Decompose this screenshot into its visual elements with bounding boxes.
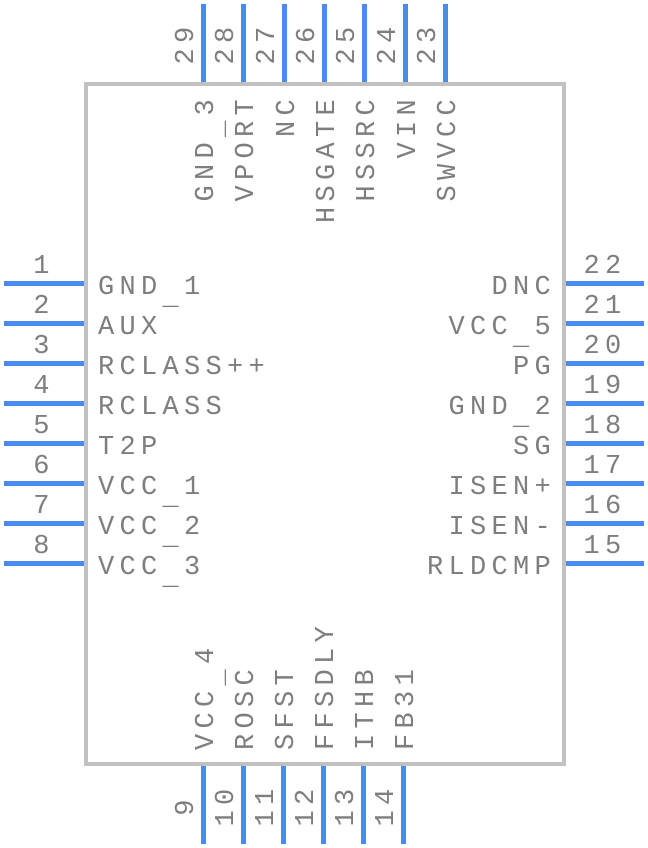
pin-line [566, 401, 644, 406]
pin-name: SG [512, 433, 556, 463]
pin-number: 15 [583, 532, 627, 562]
pin-number: 8 [33, 532, 55, 562]
pin-number: 25 [333, 21, 363, 65]
pin-line [566, 481, 644, 486]
pin-name: HSSRC [353, 94, 383, 202]
pin-number: 26 [293, 21, 323, 65]
pin-number: 18 [583, 412, 627, 442]
pin-name: ISEN+ [448, 473, 556, 503]
pin-name: FFSDLY [312, 620, 342, 750]
pin-number: 17 [583, 452, 627, 482]
pin-line [4, 481, 84, 486]
pin-line [401, 766, 406, 844]
pin-line [4, 521, 84, 526]
pin-name: SWVCC [434, 94, 464, 202]
pin-line [362, 4, 367, 82]
pin-number: 3 [33, 332, 55, 362]
pin-name: VCC_2 [98, 513, 206, 554]
pin-line [4, 441, 84, 446]
pin-name: ITHB [352, 663, 382, 750]
pin-line [566, 441, 644, 446]
underscore-glyph: _ [162, 523, 185, 554]
underscore-glyph: _ [202, 115, 233, 138]
pin-number: 13 [332, 783, 362, 827]
pin-name: SFST [272, 663, 302, 750]
pin-line [566, 521, 644, 526]
underscore-glyph: _ [512, 403, 535, 434]
pin-name: HSGATE [313, 94, 343, 224]
pin-name: T2P [98, 433, 163, 463]
pin-number: 19 [583, 372, 627, 402]
pin-number: 14 [372, 783, 402, 827]
underscore-glyph: _ [202, 663, 233, 686]
pin-name: RLDCMP [426, 553, 556, 583]
pin-name: RCLASS [98, 393, 228, 423]
underscore-glyph: _ [162, 563, 185, 594]
pin-line [361, 766, 366, 844]
pin-name: VCC_4 [192, 642, 233, 750]
pin-number: 6 [33, 452, 55, 482]
pin-number: 11 [252, 783, 282, 827]
pin-name: DNC [491, 273, 556, 303]
ic-body [84, 82, 566, 766]
pin-name: VIN [394, 94, 424, 159]
pin-line [201, 766, 206, 844]
pin-line [201, 4, 206, 82]
pin-name: GND_3 [192, 94, 233, 202]
pin-name: GND_1 [98, 273, 206, 314]
pin-number: 1 [33, 252, 55, 282]
pin-line [566, 281, 644, 286]
pin-number: 27 [253, 21, 283, 65]
pin-name: AUX [98, 313, 163, 343]
pin-line [4, 281, 84, 286]
pin-line [241, 766, 246, 844]
pin-name: ROSC [232, 663, 262, 750]
pin-line [4, 561, 84, 566]
pin-name: ISEN- [448, 513, 556, 543]
pin-name: VCC_5 [448, 313, 556, 354]
pin-line [4, 321, 84, 326]
pin-number: 24 [374, 21, 404, 65]
pin-line [282, 4, 287, 82]
pin-number: 4 [33, 372, 55, 402]
pin-name: VCC_3 [98, 553, 206, 594]
pin-name: PG [512, 353, 556, 383]
pin-line [403, 4, 408, 82]
pin-line [566, 321, 644, 326]
pin-number: 12 [292, 783, 322, 827]
pin-name: GND_2 [448, 393, 556, 434]
pin-number: 16 [583, 492, 627, 522]
pin-line [566, 361, 644, 366]
pin-line [443, 4, 448, 82]
pin-number: 23 [414, 21, 444, 65]
pin-number: 5 [33, 412, 55, 442]
pin-number: 7 [33, 492, 55, 522]
underscore-glyph: _ [512, 323, 535, 354]
pin-name: VPORT [232, 94, 262, 202]
pin-number: 10 [212, 783, 242, 827]
pin-name: VCC_1 [98, 473, 206, 514]
pin-line [4, 361, 84, 366]
pin-line [321, 766, 326, 844]
pin-number: 28 [212, 21, 242, 65]
pin-name: RCLASS++ [98, 353, 271, 383]
pin-number: 2 [33, 292, 55, 322]
pin-number: 9 [172, 794, 202, 816]
pin-number: 20 [583, 332, 627, 362]
pin-name: FB31 [392, 663, 422, 750]
pin-line [4, 401, 84, 406]
pin-line [241, 4, 246, 82]
pin-name: NC [273, 94, 303, 138]
pin-line [281, 766, 286, 844]
pin-number: 22 [583, 252, 627, 282]
underscore-glyph: _ [162, 283, 185, 314]
pin-number: 21 [583, 292, 627, 322]
pin-number: 29 [172, 21, 202, 65]
underscore-glyph: _ [162, 483, 185, 514]
pin-line [566, 561, 644, 566]
pin-line [322, 4, 327, 82]
